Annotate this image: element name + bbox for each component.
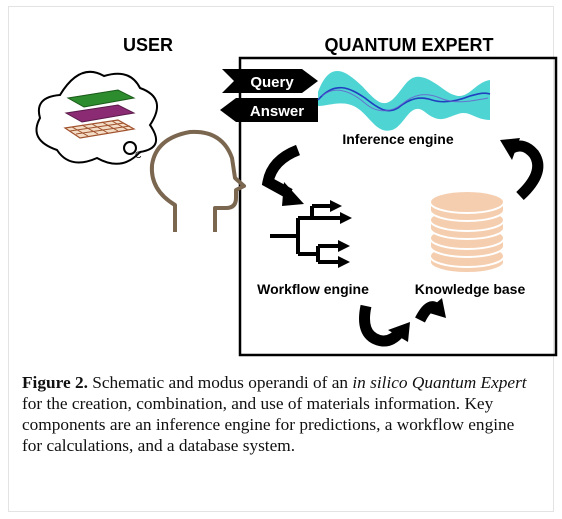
caption-italic-2: Quantum Expert [411, 373, 527, 392]
thought-bubble-small-c: C [135, 150, 142, 160]
user-heading: USER [123, 35, 173, 55]
workflow-tree-icon [270, 204, 340, 264]
curved-arrow-knowledge-to-inference [500, 138, 544, 201]
caption-text-1: Schematic and modus operandi of an [87, 373, 353, 392]
quantum-expert-heading: QUANTUM EXPERT [324, 35, 493, 55]
quantum-expert-box [238, 56, 558, 357]
workflow-arrowheads [330, 200, 352, 268]
query-label: Query [250, 74, 294, 91]
workflow-engine-label: Workflow engine [257, 281, 369, 297]
material-layers-icon [63, 89, 136, 139]
inference-plot-icon [317, 70, 491, 131]
inference-engine-label: Inference engine [342, 131, 453, 147]
answer-arrow: Answer [220, 98, 318, 122]
curved-arrow-workflow-knowledge [359, 298, 446, 347]
caption-italic-1: in silico [352, 373, 408, 392]
curved-arrow-inference-to-workflow [261, 144, 304, 206]
figure-caption: Figure 2. Schematic and modus operandi o… [22, 372, 537, 456]
knowledge-base-label: Knowledge base [415, 281, 526, 297]
query-arrow: Query [222, 69, 318, 93]
caption-text-3: for the creation, combination, and use o… [22, 394, 515, 455]
answer-label: Answer [250, 103, 304, 120]
caption-figure-label: Figure 2. [22, 373, 88, 392]
database-icon [429, 190, 505, 274]
head-profile-icon [149, 129, 246, 232]
